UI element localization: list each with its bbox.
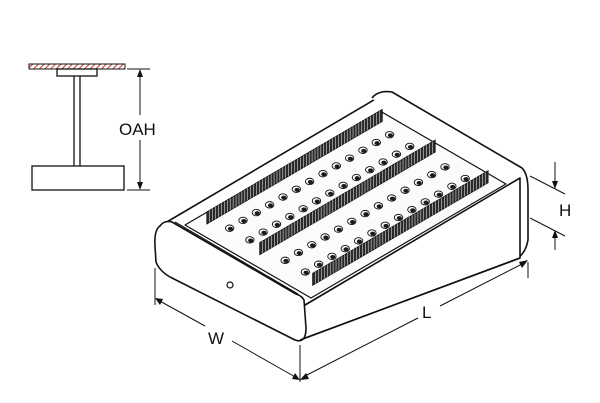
led-emitter [294,187,300,192]
l-arrow-left [300,373,309,380]
l-dimension-line-b [439,261,527,307]
led-emitter [363,212,369,217]
led-emitter [443,165,449,170]
led-emitter [450,184,456,189]
h-arrow-bottom [552,230,558,238]
led-emitter [423,200,429,205]
led-emitter [374,141,380,146]
w-label: W [208,329,224,348]
canopy [56,68,98,77]
led-emitter [361,148,367,153]
led-emitter [288,215,294,220]
led-emitter [410,208,416,213]
led-emitter [354,176,360,181]
h-arrow-top [552,181,558,189]
led-emitter [381,160,387,165]
w-arrow-right [292,373,300,380]
h-extension-top [529,175,566,195]
ceiling-plate [28,63,126,70]
led-emitter [267,203,274,208]
led-emitter [254,211,260,216]
led-emitter [296,251,302,256]
led-emitter [347,156,354,161]
led-emitter [343,247,349,252]
led-emitter [389,196,396,201]
led-emitter [309,243,316,248]
oah-arrow-up [137,69,143,77]
w-dimension [154,268,301,382]
l-label: L [422,303,431,322]
h-dimension [529,162,566,250]
h-extension-bottom [529,217,566,237]
l-dimension-line-a [302,317,419,378]
l-dimension [300,260,529,380]
led-emitter [283,258,289,263]
led-emitter [241,219,247,224]
led-emitter [323,235,329,240]
mounting-hole [226,281,234,289]
led-emitter [330,255,336,260]
led-emitter [370,231,376,236]
led-emitter [376,204,382,209]
w-dimension-line-b [231,340,298,379]
led-emitter [316,262,323,267]
led-emitter [336,227,342,232]
led-emitter [328,191,334,196]
led-emitter [274,222,280,227]
led-emitter [416,181,422,186]
led-emitter [403,188,409,193]
end-panel-front-edge [174,221,299,295]
led-emitter [387,133,393,138]
heat-sink-fins [206,108,489,287]
led-emitter [407,145,414,149]
led-emitter [341,183,347,188]
led-emitter [429,173,436,178]
led-emitter [281,195,287,200]
led-emitter [248,238,254,243]
led-emitter [463,177,469,182]
led-emitter [436,192,442,197]
led-emitter [227,226,234,231]
led-emitter [356,239,362,244]
led-emitter [307,180,314,185]
led-emitter [303,270,309,275]
w-dimension-line-a [157,299,206,327]
oah-label: OAH [119,120,156,139]
pendant-side-view [28,63,150,191]
w-arrow-left [155,298,163,305]
oah-arrow-down [137,182,143,190]
led-emitter [367,168,374,173]
h-label: H [559,201,571,220]
led-emitter [314,199,320,204]
led-emitter [383,223,389,228]
led-emitter [321,172,327,177]
led-emitter [349,219,356,224]
led-emitter [301,207,307,212]
led-emitter [396,216,402,221]
led-emitter [334,164,340,169]
led-emitter [261,230,267,235]
fixture-bottom-edge [299,257,521,341]
l-arrow-right [519,260,528,268]
fixture-side-profile [31,165,125,191]
led-emitter [394,152,400,157]
led-array [225,131,470,276]
